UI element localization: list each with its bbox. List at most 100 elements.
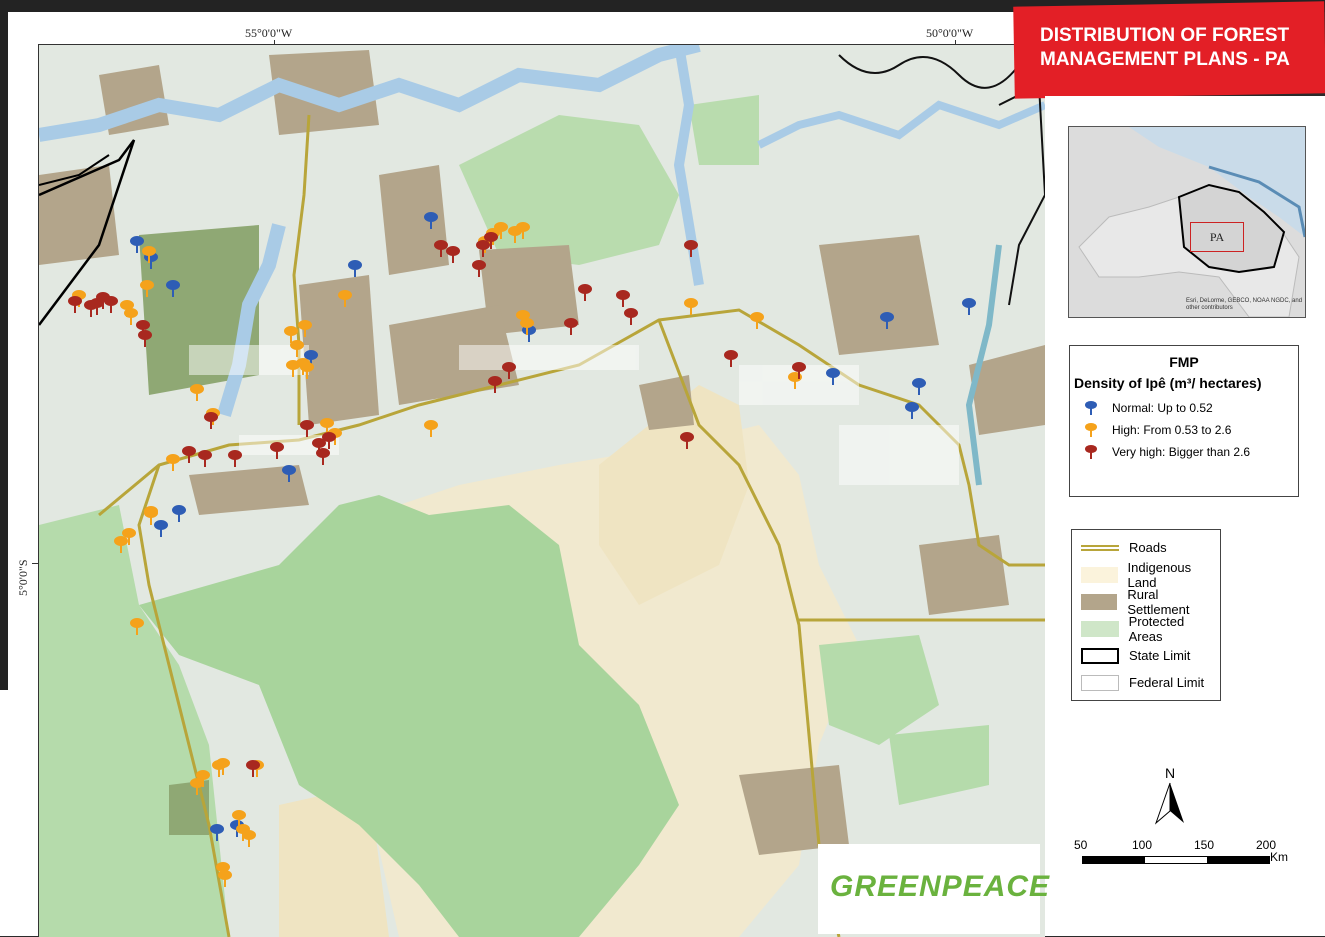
- fmp-tree-marker[interactable]: [284, 326, 298, 343]
- fmp-legend: FMP Density of Ipê (m³/ hectares) Normal…: [1069, 345, 1299, 497]
- legend-label: Very high: Bigger than 2.6: [1112, 445, 1251, 459]
- fmp-tree-marker[interactable]: [792, 362, 806, 379]
- fmp-tree-marker[interactable]: [300, 420, 314, 437]
- tree-icon-normal: [1085, 401, 1097, 415]
- fmp-tree-marker[interactable]: [190, 384, 204, 401]
- marajo-coastline: [838, 54, 1020, 89]
- north-label: N: [1164, 765, 1176, 781]
- legend-label: State Limit: [1129, 648, 1191, 663]
- fmp-tree-marker[interactable]: [140, 280, 154, 297]
- fmp-tree-marker[interactable]: [166, 280, 180, 297]
- fmp-tree-marker[interactable]: [142, 246, 156, 263]
- fmp-tree-marker[interactable]: [684, 240, 698, 257]
- fmp-tree-marker[interactable]: [270, 442, 284, 459]
- fmp-tree-marker[interactable]: [130, 236, 144, 253]
- fmp-tree-marker[interactable]: [182, 446, 196, 463]
- fmp-tree-marker[interactable]: [320, 418, 334, 435]
- fmp-tree-marker[interactable]: [104, 296, 118, 313]
- fmp-tree-marker[interactable]: [476, 240, 490, 257]
- rural-settlement: [969, 345, 1045, 435]
- scale-bar: 50 100 150 200 Km: [1070, 838, 1300, 878]
- fmp-tree-marker[interactable]: [228, 450, 242, 467]
- fmp-tree-marker[interactable]: [472, 260, 486, 277]
- fmp-tree-marker[interactable]: [138, 330, 152, 347]
- fmp-tree-marker[interactable]: [242, 830, 256, 847]
- fmp-tree-marker[interactable]: [154, 520, 168, 537]
- fmp-tree-marker[interactable]: [912, 378, 926, 395]
- fmp-tree-marker[interactable]: [316, 448, 330, 465]
- legend-item-normal: Normal: Up to 0.52: [1070, 397, 1298, 419]
- fmp-tree-marker[interactable]: [286, 360, 300, 377]
- fmp-tree-marker[interactable]: [905, 402, 919, 419]
- longitude-tick: [274, 40, 275, 46]
- legend-label: Protected Areas: [1128, 613, 1185, 644]
- fmp-tree-marker[interactable]: [204, 412, 218, 429]
- fmp-tree-marker[interactable]: [348, 260, 362, 277]
- fmp-tree-marker[interactable]: [424, 420, 438, 437]
- fmp-tree-marker[interactable]: [826, 368, 840, 385]
- fmp-tree-marker[interactable]: [122, 528, 136, 545]
- rural-settlement: [189, 465, 309, 515]
- fmp-tree-marker[interactable]: [246, 760, 260, 777]
- fmp-tree-marker[interactable]: [68, 296, 82, 313]
- fmp-tree-marker[interactable]: [218, 870, 232, 887]
- fmp-tree-marker[interactable]: [684, 298, 698, 315]
- protected-area: [819, 635, 939, 745]
- fmp-tree-marker[interactable]: [212, 760, 226, 777]
- fmp-tree-marker[interactable]: [502, 362, 516, 379]
- fmp-tree-marker[interactable]: [130, 618, 144, 635]
- fmp-tree-marker[interactable]: [880, 312, 894, 329]
- rural-settlement: [269, 50, 379, 135]
- fmp-tree-marker[interactable]: [166, 454, 180, 471]
- fmp-tree-marker[interactable]: [564, 318, 578, 335]
- legend-roads: Roads: [1072, 534, 1220, 561]
- fmp-tree-marker[interactable]: [282, 465, 296, 482]
- logo-box: [818, 844, 1040, 934]
- fmp-tree-marker[interactable]: [198, 450, 212, 467]
- legend-protected: Protected Areas: [1072, 613, 1220, 644]
- scale-label: 200: [1256, 838, 1277, 852]
- fmp-tree-marker[interactable]: [446, 246, 460, 263]
- fmp-tree-marker[interactable]: [338, 290, 352, 307]
- fmp-tree-marker[interactable]: [624, 308, 638, 325]
- state-limit: [39, 154, 110, 186]
- fmp-tree-marker[interactable]: [232, 810, 246, 827]
- fmp-tree-marker[interactable]: [424, 212, 438, 229]
- para-river: [757, 100, 1045, 149]
- fmp-tree-marker[interactable]: [114, 536, 128, 553]
- fmp-tree-marker[interactable]: [144, 508, 158, 525]
- federal-limit-swatch: [1081, 674, 1119, 691]
- fmp-tree-marker[interactable]: [190, 778, 204, 795]
- fmp-tree-marker[interactable]: [750, 312, 764, 329]
- inset-locator-map[interactable]: [1068, 126, 1306, 318]
- latitude-label-5s: 5°0'0"S: [16, 559, 30, 596]
- fmp-tree-marker[interactable]: [484, 232, 498, 249]
- fmp-tree-marker[interactable]: [304, 350, 318, 367]
- main-map[interactable]: [38, 44, 1045, 937]
- fmp-tree-marker[interactable]: [724, 350, 738, 367]
- fmp-tree-marker[interactable]: [210, 824, 224, 841]
- scale-label: 100: [1132, 838, 1153, 852]
- fmp-tree-marker[interactable]: [322, 432, 336, 449]
- inset-canvas: [1069, 127, 1305, 317]
- fmp-tree-marker[interactable]: [290, 340, 304, 357]
- longitude-tick: [955, 40, 956, 46]
- fmp-tree-marker[interactable]: [962, 298, 976, 315]
- tree-icon-high: [1085, 423, 1097, 437]
- legend-indigenous: Indigenous Land: [1072, 560, 1220, 590]
- fmp-tree-marker[interactable]: [680, 432, 694, 449]
- fmp-tree-marker[interactable]: [298, 320, 312, 337]
- fmp-tree-marker[interactable]: [434, 240, 448, 257]
- legend-federal-limit: Federal Limit: [1072, 669, 1220, 696]
- title-line-1: DISTRIBUTION OF FOREST: [1040, 25, 1290, 46]
- fmp-tree-marker[interactable]: [488, 376, 502, 393]
- fmp-tree-marker[interactable]: [616, 290, 630, 307]
- fmp-tree-marker[interactable]: [578, 284, 592, 301]
- fmp-tree-marker[interactable]: [124, 308, 138, 325]
- tapajos-river: [217, 223, 286, 418]
- fmp-tree-marker[interactable]: [494, 222, 508, 239]
- fmp-tree-marker[interactable]: [172, 505, 186, 522]
- fmp-tree-marker[interactable]: [300, 362, 314, 379]
- fmp-tree-marker[interactable]: [516, 222, 530, 239]
- fmp-tree-marker[interactable]: [520, 318, 534, 335]
